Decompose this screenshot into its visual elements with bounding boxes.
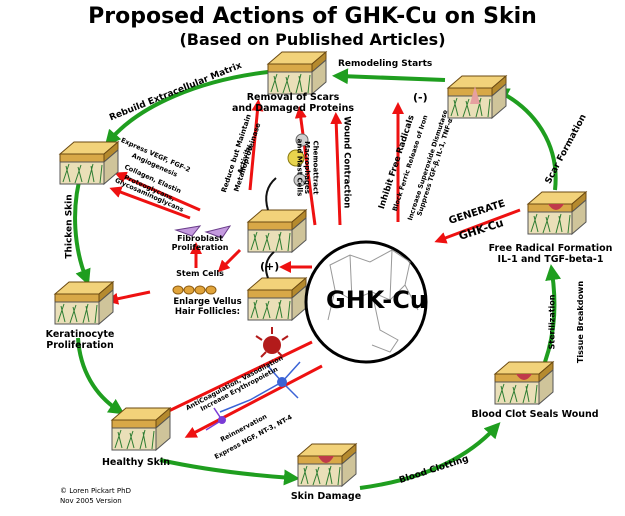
arrow-wound-contraction bbox=[330, 112, 343, 226]
skin-tile-keratinocyte bbox=[54, 281, 114, 325]
scar-mark bbox=[470, 86, 480, 104]
arrow-fibro-vegf bbox=[114, 171, 201, 212]
fibroblast-icon bbox=[174, 225, 232, 239]
label-stem-cells: Stem Cells bbox=[176, 269, 224, 278]
arrow-generate bbox=[434, 208, 521, 244]
arrow-rebuild-ecm bbox=[104, 70, 269, 147]
label-tissue-breakdown: Tissue Breakdown bbox=[576, 280, 586, 364]
label-chemoattract-1: Chemoattract bbox=[311, 140, 320, 195]
arrow-thicken-skin bbox=[73, 169, 91, 286]
node-removal-scars-1: Removal of Scars bbox=[246, 92, 340, 103]
node-free-radical-2: IL-1 and TGF-beta-1 bbox=[497, 254, 604, 265]
label-wound-contraction: Wound Contraction bbox=[341, 116, 352, 209]
skin-tile-follicle bbox=[247, 277, 307, 321]
arrow-chemoattract bbox=[294, 106, 317, 226]
label-thicken-skin: Thicken Skin bbox=[64, 194, 75, 259]
page-title: Proposed Actions of GHK-Cu on Skin bbox=[88, 4, 537, 29]
node-healthy-skin: Healthy Skin bbox=[101, 457, 171, 468]
platelet-icon bbox=[255, 327, 289, 358]
arrow-keratinocyte-healthy bbox=[76, 337, 125, 415]
arrow-enlarge-keratin bbox=[106, 290, 151, 305]
label-plus: (+) bbox=[260, 260, 280, 273]
label-fibroblast-1: Fibroblast bbox=[177, 234, 223, 243]
hair-icon bbox=[265, 177, 277, 211]
arrow-mmp bbox=[248, 99, 264, 191]
credit-version: Nov 2005 Version bbox=[60, 497, 122, 505]
page-subtitle: (Based on Published Articles) bbox=[179, 30, 446, 49]
wound-mark bbox=[548, 204, 564, 210]
label-sterilization: Sterilization bbox=[547, 294, 557, 350]
skin-tile-thicken bbox=[59, 141, 119, 185]
stem-cells-icon bbox=[172, 285, 217, 295]
label-minus: (-) bbox=[413, 91, 428, 104]
arrow-fibro-collagen bbox=[109, 186, 191, 220]
wound-mark bbox=[318, 456, 334, 463]
skin-tile-damage bbox=[297, 443, 357, 487]
center-label: GHK-Cu bbox=[326, 286, 427, 314]
hair-icon bbox=[265, 251, 275, 279]
arrow-anticoag bbox=[144, 340, 313, 423]
node-blood-clot: Blood Clot Seals Wound bbox=[471, 409, 599, 420]
skin-tile-healthy bbox=[111, 407, 171, 451]
node-free-radical-1: Free Radical Formation bbox=[488, 243, 613, 254]
node-skin-damage: Skin Damage bbox=[290, 491, 362, 502]
arrow-reinnervation bbox=[184, 364, 323, 438]
credit-author: © Loren Pickart PhD bbox=[60, 487, 131, 495]
neuron-icon bbox=[205, 361, 301, 431]
label-chemoattract-3: and Mast Cells bbox=[295, 138, 304, 197]
label-follicles-2: Hair Follicles: bbox=[174, 307, 241, 317]
skin-tile-freeradical bbox=[527, 191, 587, 235]
label-remodeling: Remodeling Starts bbox=[338, 59, 433, 69]
skin-tile-clot bbox=[494, 361, 554, 405]
arrow-remodeling bbox=[332, 68, 446, 85]
arrow-to-stemcells bbox=[217, 248, 242, 273]
ghk-cu-circle bbox=[304, 240, 428, 364]
node-keratinocyte-2: Proliferation bbox=[46, 340, 114, 351]
arrow-healthy-damage bbox=[159, 458, 300, 486]
ghk-cu-molecule-icon bbox=[327, 249, 419, 353]
node-removal-scars-2: and Damaged Proteins bbox=[231, 103, 355, 114]
skin-tile-removal bbox=[267, 51, 327, 95]
macrophage-cells-icon bbox=[287, 133, 309, 187]
wound-mark bbox=[516, 374, 532, 380]
arrow-scar-formation bbox=[492, 88, 558, 191]
arrow-clot-freeradical bbox=[543, 264, 562, 363]
label-fibroblast-2: Proliferation bbox=[171, 243, 229, 252]
skin-tile-fibro bbox=[247, 209, 307, 253]
label-follicles-1: Enlarge Vellus bbox=[173, 297, 242, 307]
label-chemoattract-2: Macrophages bbox=[302, 141, 311, 194]
node-keratinocyte-1: Keratinocyte bbox=[45, 329, 115, 340]
arrow-blood-clotting bbox=[359, 422, 501, 490]
